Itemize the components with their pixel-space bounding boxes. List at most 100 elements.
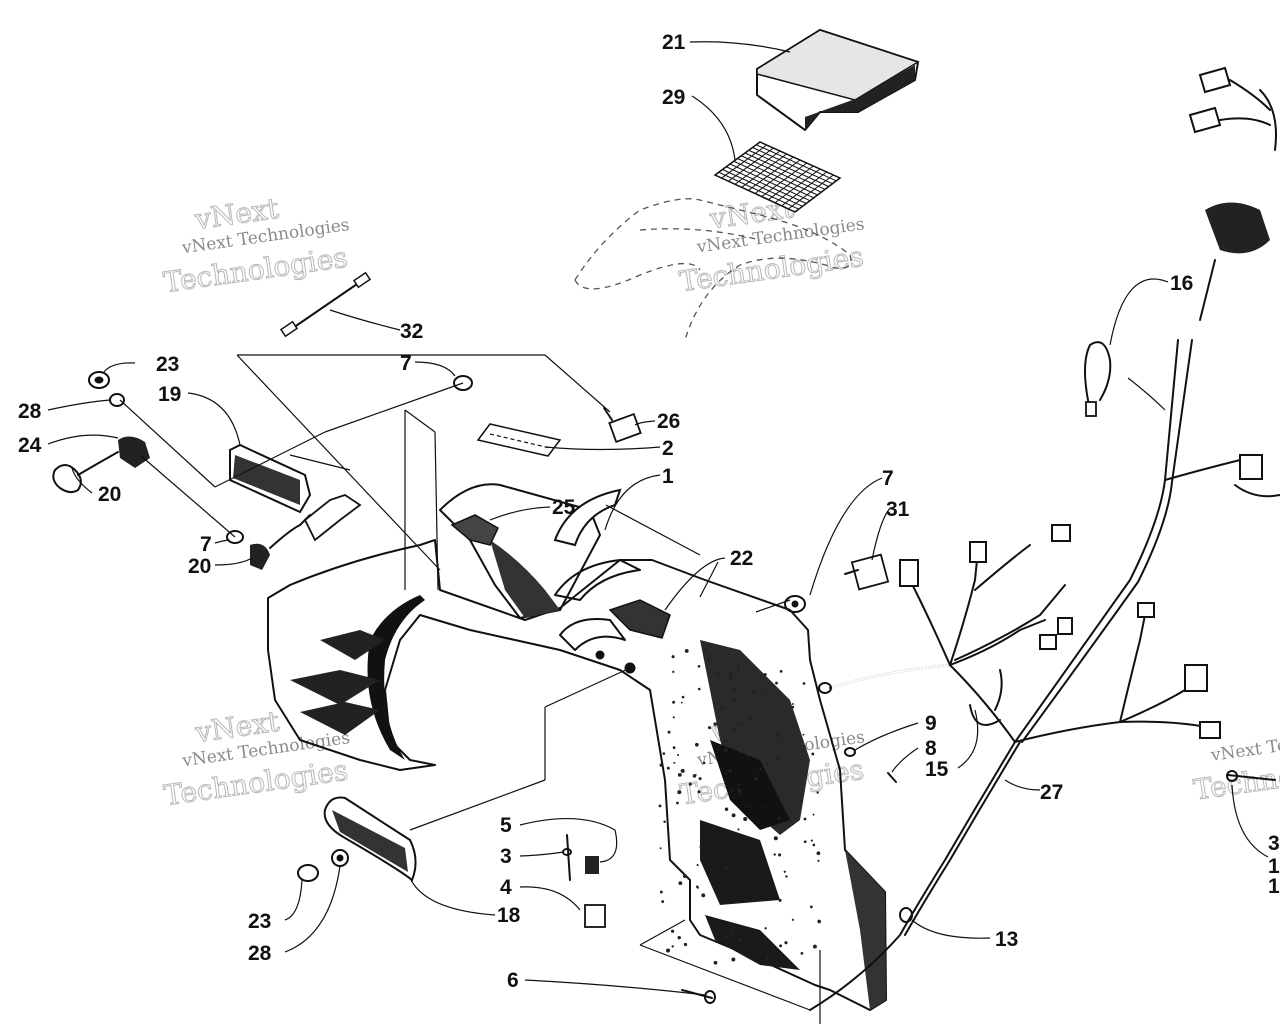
part-16-strap [1084, 341, 1112, 417]
part-22-decal [608, 599, 671, 639]
part-1-pad [553, 488, 622, 547]
shade-dot [697, 687, 701, 691]
shade-dot [697, 790, 701, 794]
shade-dot [695, 885, 699, 889]
callout-13: 13 [995, 928, 1018, 951]
shade-dot [775, 733, 781, 738]
shade-dot [756, 771, 759, 774]
shade-dot [677, 753, 680, 757]
callout-4: 4 [500, 876, 512, 899]
hood-outline [574, 198, 852, 341]
shade-dot [763, 673, 767, 677]
part-20-lamp [250, 494, 362, 570]
shade-dot [724, 807, 729, 811]
shade-dot [738, 783, 741, 786]
shade-dot [812, 843, 816, 847]
part-25-bracket [450, 514, 499, 546]
shade-dot [791, 918, 794, 921]
part-7-grommet-left [226, 530, 244, 544]
shade-dot [729, 930, 733, 935]
part-18-tail-lens [323, 796, 417, 882]
shade-dot [779, 669, 783, 673]
watermark-group-top-left: vNext vNext Technologies Technologies [161, 191, 351, 299]
shade-dot [771, 894, 774, 897]
shade-dot [765, 762, 770, 767]
callout-20: 20 [98, 483, 121, 506]
shade-dot [724, 866, 728, 870]
shade-dot [681, 695, 685, 699]
shade-dot [724, 748, 728, 752]
part-7-grommet-top [453, 375, 473, 391]
callout-edge: 1 [1268, 855, 1280, 878]
callout-25: 25 [552, 496, 576, 519]
callout-23: 23 [248, 910, 271, 933]
shade-dot [672, 670, 675, 674]
callout-16: 16 [1170, 272, 1193, 295]
watermark-group-mid-left: vNext vNext Technologies Technologies [161, 704, 351, 812]
callout-20: 20 [188, 555, 211, 578]
callout-9: 9 [925, 712, 937, 735]
callout-3: 3 [500, 845, 512, 868]
callout-29: 29 [662, 86, 685, 109]
shade-dot [680, 768, 685, 773]
callout-27: 27 [1040, 781, 1063, 804]
shade-dot [728, 672, 733, 677]
part-8-screw [887, 772, 897, 783]
shade-dot [764, 927, 767, 930]
mesh-line [781, 171, 827, 207]
shade-dot [817, 919, 821, 924]
callout-24: 24 [18, 434, 42, 457]
shade-dot [723, 739, 728, 743]
callout-edge: 3 [1268, 832, 1280, 855]
shade-dot [688, 782, 692, 786]
shade-dot [715, 672, 720, 677]
shade-dot [782, 761, 785, 764]
part-9-washer [844, 747, 856, 757]
callout-31: 31 [886, 498, 910, 521]
shade-dot [672, 746, 676, 750]
shade-dot [759, 767, 763, 770]
shade-dot [811, 752, 815, 756]
shade-dot [764, 806, 767, 809]
shade-dot [816, 791, 819, 794]
shade-dot [737, 790, 742, 794]
shade-dot [749, 717, 753, 721]
shade-dot [737, 665, 741, 668]
callout-7: 7 [200, 533, 212, 556]
shade-dot [667, 730, 671, 734]
shade-dot [748, 804, 751, 808]
shade-dot [731, 957, 736, 962]
shade-dot [697, 664, 701, 668]
part-5-clip [585, 856, 599, 874]
shade-dot [713, 722, 717, 726]
shade-dot [696, 863, 699, 867]
callout-18: 18 [497, 904, 521, 927]
shade-dot [659, 763, 663, 767]
shade-dot [738, 938, 742, 942]
callout-21: 21 [662, 31, 686, 54]
mesh-line [756, 144, 837, 182]
shade-dot [754, 776, 759, 781]
callout-6: 6 [507, 969, 519, 992]
part-23-nut-lower [297, 864, 319, 882]
shade-dot [743, 749, 746, 752]
shade-dot [728, 676, 733, 681]
shade-dot [711, 657, 714, 660]
part-27-harness [809, 339, 1280, 1011]
callout-numbers: 21 29 32 23 7 19 28 26 24 2 1 7 20 25 31… [18, 31, 1280, 992]
shade-dot [778, 853, 782, 857]
shade-dot [802, 733, 805, 736]
shade-dot [743, 816, 748, 822]
mesh-line [788, 174, 834, 210]
callout-15: 15 [925, 758, 949, 781]
shade-dot [698, 777, 702, 781]
shade-dot [670, 929, 675, 933]
shade-dot [680, 701, 683, 704]
assembly-lines [119, 354, 821, 1024]
shade-dot [797, 790, 800, 793]
shade-dot [733, 688, 737, 692]
shade-dot [725, 934, 729, 938]
shade-dot [665, 948, 671, 953]
shade-dot [803, 817, 807, 821]
shade-dot [677, 935, 681, 940]
